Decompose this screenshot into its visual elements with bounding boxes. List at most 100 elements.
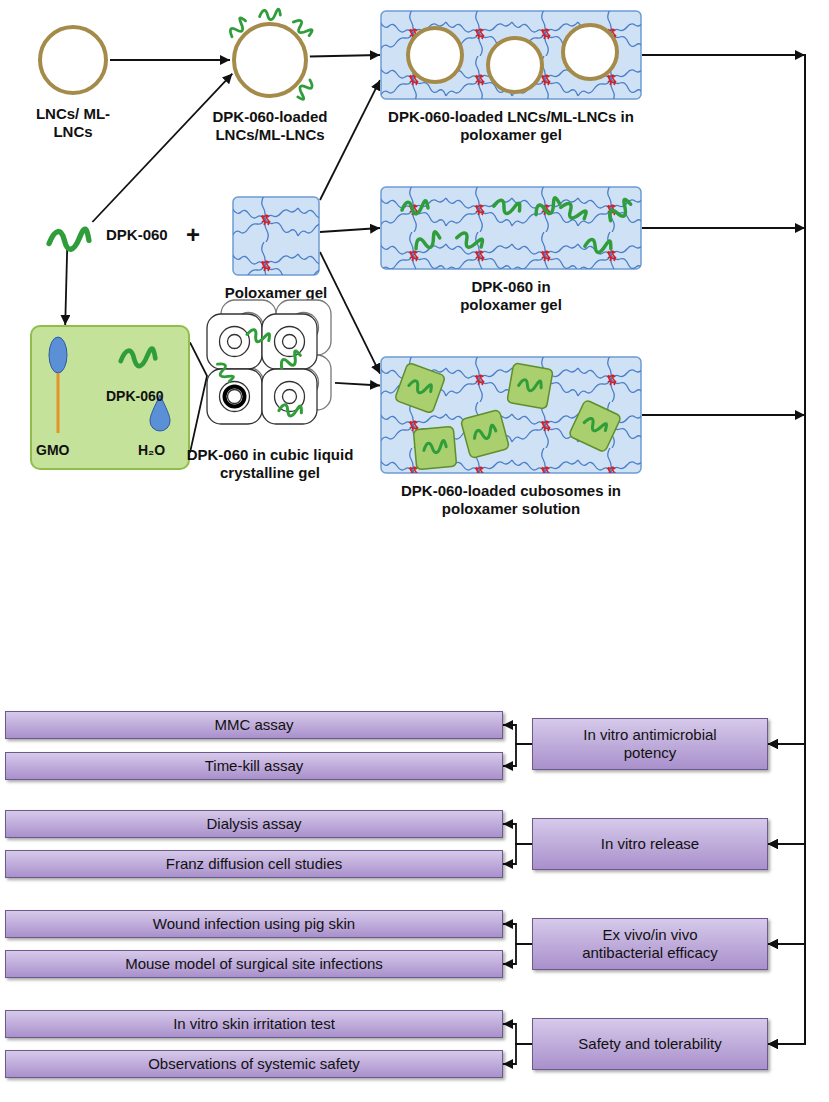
box-text: Wound infection using pig skin: [153, 915, 355, 933]
category-box: Ex vivo/in vivo antibacterial efficacy: [532, 918, 768, 970]
connector-arrow: [642, 55, 805, 944]
peptide-squiggle: [246, 327, 271, 345]
category-box: In vitro release: [532, 818, 768, 870]
connector-arrow: [642, 228, 805, 744]
connector-arrow: [503, 1044, 532, 1064]
connector-arrow: [642, 55, 805, 744]
assay-box: Observations of systemic safety: [5, 1050, 503, 1078]
bus-arrowhead: [795, 223, 805, 233]
caption-text: Poloxamer gel: [211, 284, 341, 302]
peptide-squiggle: [518, 377, 542, 392]
peptide-squiggle: [278, 403, 302, 418]
peptide-squiggle: [493, 197, 522, 216]
peptide-squiggle: [278, 350, 303, 371]
peptide-squiggle: [227, 17, 249, 39]
peptide-squiggle: [472, 425, 497, 442]
cubic-phase-drawing: DPK-060 in cubic liquid crystalline gel: [205, 300, 335, 438]
box-text: Time-kill assay: [205, 757, 304, 775]
bus-arrowhead: [795, 410, 805, 420]
connector-arrow: [503, 844, 532, 864]
connector-arrow: [320, 228, 380, 232]
gel-box: DPK-060-loaded LNCs/ML-LNCs in poloxamer…: [380, 10, 642, 100]
caption-text: LNCs/ ML-LNCs: [28, 105, 118, 141]
connector-arrow: [503, 944, 532, 964]
assay-box: Mouse model of surgical site infections: [5, 950, 503, 978]
caption-text: DPK-060 in cubic liquid crystalline gel: [180, 446, 360, 482]
polox-figure: [232, 196, 320, 276]
caption-text: DPK-060 in poloxamer gel: [441, 278, 581, 314]
gel-box: DPK-060 in poloxamer gel: [380, 186, 642, 270]
category-box: In vitro antimicrobial potency: [532, 718, 768, 770]
gel-box: Poloxamer gel: [232, 196, 320, 276]
gelD-figure: [380, 186, 642, 270]
box-text: In vitro release: [601, 835, 699, 853]
lnc-figure: [36, 23, 110, 97]
plus-sign: +: [186, 222, 200, 248]
peptide-squiggle: [402, 201, 428, 214]
peptide-squiggle: [294, 78, 315, 101]
peptide-squiggle: [408, 378, 433, 396]
peptide-squiggle: [49, 229, 89, 249]
caption-text: DPK-060: [106, 387, 164, 405]
connector-arrow: [110, 59, 230, 61]
box-text: Franz diffusion cell studies: [166, 855, 342, 873]
connector-arrow: [335, 383, 380, 386]
peptide-squiggle: [583, 415, 608, 435]
connector-arrow: [642, 415, 805, 844]
cubo-figure: [380, 356, 642, 474]
connector-arrow: [190, 342, 207, 452]
gel-box: DPK-060-loaded cubosomes in poloxamer so…: [380, 356, 642, 474]
caption-text: DPK-060-loaded LNCs/ML-LNCs in poloxamer…: [380, 108, 642, 144]
box-text: In vitro antimicrobial potency: [560, 726, 740, 762]
box-text: Mouse model of surgical site infections: [125, 955, 383, 973]
connector-arrow: [642, 415, 805, 744]
connector-arrow: [503, 924, 532, 944]
bus-arrowhead: [795, 50, 805, 60]
lnc-particle: LNCs/ ML-LNCs: [36, 23, 110, 97]
peptide-icon: DPK-060: [42, 222, 98, 248]
peptide-squiggle: [121, 349, 156, 366]
box-text: Dialysis assay: [206, 815, 301, 833]
connector-arrow: [320, 80, 380, 200]
peptide-squiggle: [291, 17, 313, 39]
caption-text: DPK-060: [106, 226, 168, 244]
connector-arrow: [642, 55, 805, 1044]
connector-arrow: [503, 1024, 532, 1044]
box-text: Ex vivo/in vivo antibacterial efficacy: [560, 926, 740, 962]
dpk-figure: [42, 222, 98, 248]
box-text: In vitro skin irritation test: [173, 1015, 335, 1033]
assay-box: Franz diffusion cell studies: [5, 850, 503, 878]
peptide-squiggle: [455, 229, 484, 252]
connector-arrow: [92, 74, 232, 222]
peptide-squiggle: [413, 231, 442, 252]
connector-arrow: [503, 744, 532, 766]
connector-arrow: [65, 248, 67, 325]
connector-arrow: [503, 725, 532, 744]
assay-box: Time-kill assay: [5, 752, 503, 780]
peptide-squiggle: [423, 440, 446, 453]
loaded-lnc-particle: DPK-060-loaded LNCs/ML-LNCs: [230, 20, 310, 100]
category-box: Safety and tolerability: [532, 1018, 768, 1070]
composition-box: GMO DPK-060H₂O: [30, 325, 190, 470]
assay-box: MMC assay: [5, 711, 503, 739]
peptide-squiggle: [559, 199, 588, 223]
peptide-squiggle: [533, 197, 562, 218]
assay-box: Dialysis assay: [5, 810, 503, 838]
connector-arrow: [503, 824, 532, 844]
peptide-squiggle: [605, 198, 634, 224]
box-text: Observations of systemic safety: [148, 1055, 360, 1073]
connector-arrow: [310, 55, 380, 56]
peptide-squiggle: [215, 360, 234, 383]
caption-text: GMO: [36, 441, 69, 459]
assay-box: In vitro skin irritation test: [5, 1010, 503, 1038]
box-text: MMC assay: [214, 716, 293, 734]
peptide-squiggle: [584, 237, 612, 254]
caption-text: DPK-060-loaded LNCs/ML-LNCs: [200, 108, 340, 144]
cubic-figure: [205, 300, 335, 438]
peptide-squiggle: [260, 9, 281, 19]
lncL-figure: [230, 20, 310, 100]
caption-text: H₂O: [138, 441, 165, 459]
caption-text: DPK-060-loaded cubosomes in poloxamer so…: [386, 482, 636, 518]
assay-box: Wound infection using pig skin: [5, 910, 503, 938]
box-text: Safety and tolerability: [578, 1035, 721, 1053]
